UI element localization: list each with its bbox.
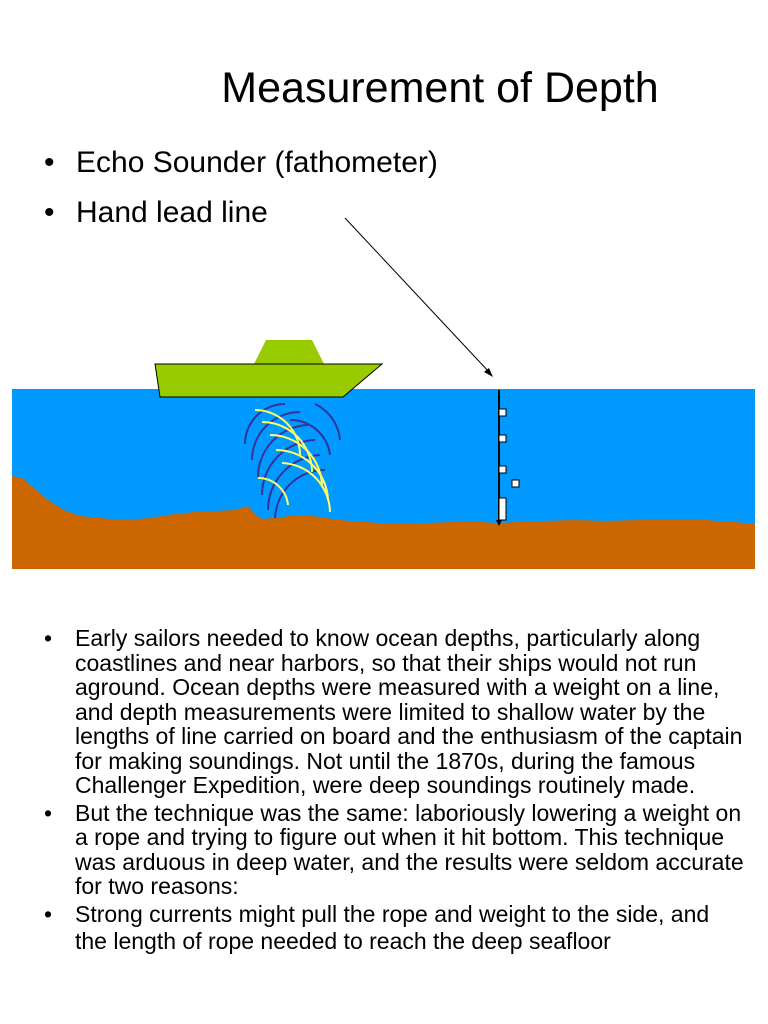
note-item: Early sailors needed to know ocean depth… [44, 626, 744, 798]
lead-line-marker [498, 434, 507, 443]
seafloor [12, 476, 755, 569]
lead-line-bottom-tip [496, 520, 502, 526]
lead-line-marker [511, 479, 520, 488]
pointer-arrow-icon [344, 217, 493, 377]
ship-icon [154, 340, 384, 398]
ship-hull [154, 363, 384, 398]
lead-line-marker [498, 408, 507, 417]
note-item: the length of rope needed to reach the d… [75, 928, 611, 954]
bullet-hand-lead-line: Hand lead line [44, 188, 438, 238]
bullet-echo-sounder: Echo Sounder (fathometer) [44, 138, 438, 188]
note-item: But the technique was the same: laboriou… [44, 800, 744, 899]
notes-list: Early sailors needed to know ocean depth… [44, 626, 744, 957]
note-item: Strong currents might pull the rope and … [44, 901, 744, 927]
lead-weight [498, 497, 507, 521]
sound-waves-icon [244, 403, 341, 519]
lead-line-icon [496, 390, 520, 526]
lead-line-marker [498, 465, 507, 474]
method-list: Echo Sounder (fathometer) Hand lead line [44, 138, 438, 238]
ship-cabin [254, 340, 324, 364]
slide-title: Measurement of Depth [221, 64, 659, 112]
